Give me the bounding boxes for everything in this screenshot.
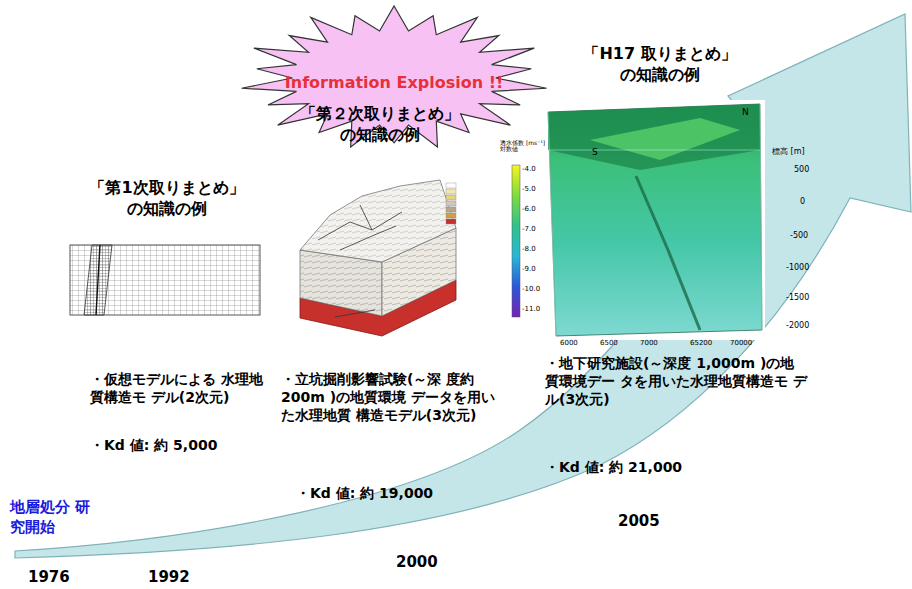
year: 2000 <box>396 553 446 573</box>
tick-label: 7000 <box>640 340 666 347</box>
year: 1976 <box>28 568 78 588</box>
callout-text: Information Explosion !! <box>238 4 550 92</box>
tick-label: 70000 <box>730 340 760 347</box>
colorbar-tick: -6.0 <box>522 206 546 213</box>
tick-label: 500 <box>794 166 824 174</box>
year: 1992 <box>148 568 198 588</box>
heading: 「H17 取りまとめ」 の知識の例 <box>575 44 745 86</box>
colorbar-tick: -5.0 <box>522 186 546 193</box>
colorbar-tick: -11.0 <box>522 306 546 313</box>
heading: 「第２次取りまとめ」 の知識の例 <box>292 104 467 146</box>
colorbar-tick: -4.0 <box>522 166 546 173</box>
tick-label: -2000 <box>786 322 820 330</box>
tick-label: -1000 <box>786 264 820 272</box>
kd-value: ・Kd 値: 約 5,000 <box>90 436 260 454</box>
colorbar-tick: -7.0 <box>522 226 546 233</box>
tick-label: 6500 <box>600 340 626 347</box>
kd-value: ・Kd 値: 約 19,000 <box>296 484 466 502</box>
year: 2005 <box>618 512 668 532</box>
tick-label: 6000 <box>560 340 586 347</box>
tick-label: 0 <box>800 198 830 206</box>
tick-label: -1500 <box>786 294 820 302</box>
axis-label: 標高 [m] <box>772 148 822 156</box>
axis-label: N <box>742 108 756 117</box>
colorbar-title: 透水係数 [ms⁻¹] 対数値 <box>500 140 548 153</box>
heading: 「第1次取りまとめ」 の知識の例 <box>82 178 252 220</box>
start-label: 地層処分 研究開始 <box>10 498 100 537</box>
colorbar-tick: -8.0 <box>522 246 546 253</box>
axis-label: S <box>592 148 606 157</box>
mesh-2d <box>70 245 260 315</box>
description: ・仮想モデルによる 水理地質構造モ デル(2次元) <box>90 370 275 406</box>
colorbar-tick: -9.0 <box>522 266 546 273</box>
kd-value: ・Kd 値: 約 21,000 <box>545 458 715 476</box>
terrain-block <box>300 180 456 336</box>
colorbar-tick: -10.0 <box>522 286 546 293</box>
description: ・地下研究施設(～深度 1,000m )の地質環境デー タを用いた水理地質構造モ… <box>545 354 807 409</box>
description: ・立坑掘削影響試験(～深 度約 200m )の地質環境 データを用いた水理地質 … <box>281 370 503 425</box>
tick-label: -500 <box>790 232 820 240</box>
tick-label: 65200 <box>690 340 720 347</box>
cube-model <box>512 100 765 340</box>
